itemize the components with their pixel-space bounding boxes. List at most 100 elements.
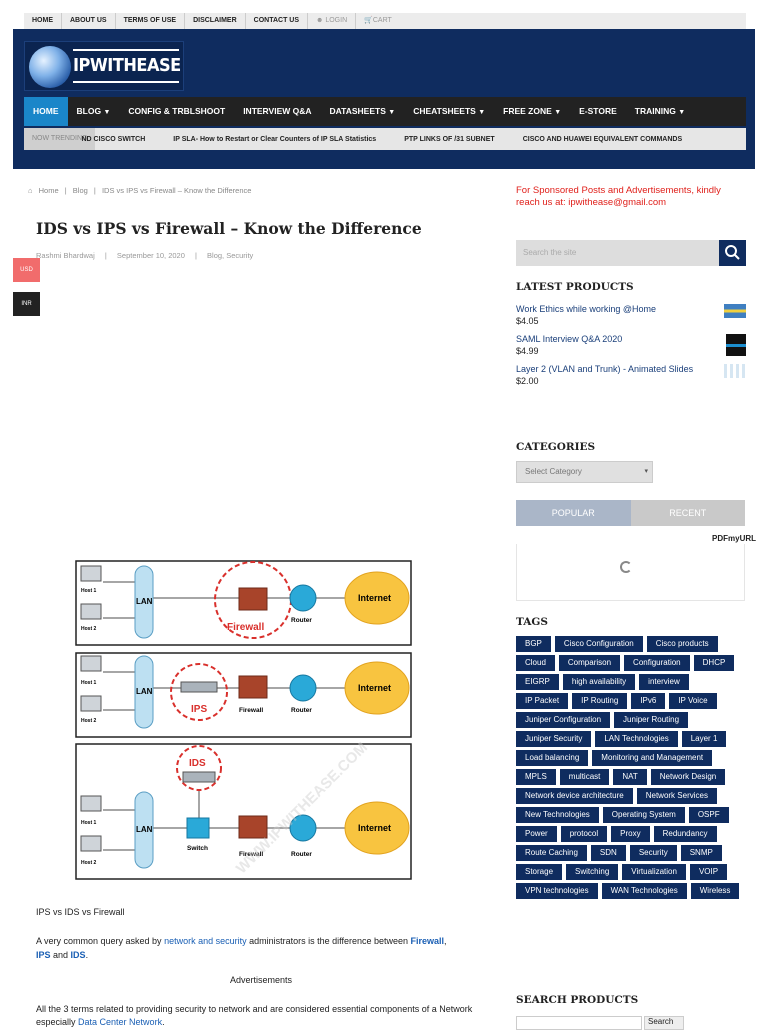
- nav-blog[interactable]: BLOG ▼: [76, 106, 111, 116]
- nav-estore[interactable]: E-STORE: [579, 106, 617, 116]
- tag-link[interactable]: Cisco Configuration: [554, 636, 643, 652]
- pdf-badge: PDFmyURL: [712, 534, 757, 543]
- tag-link[interactable]: Comparison: [558, 655, 621, 671]
- tag-link[interactable]: IP Routing: [572, 693, 628, 709]
- top-link-about[interactable]: ABOUT US: [62, 13, 116, 29]
- article-paragraph: All the 3 terms related to providing sec…: [36, 1004, 473, 1027]
- tag-link[interactable]: high availability: [562, 674, 636, 690]
- link-ips[interactable]: IPS: [36, 950, 51, 960]
- tag-link[interactable]: Network Services: [636, 788, 717, 804]
- top-link-terms[interactable]: TERMS OF USE: [116, 13, 186, 29]
- tag-link[interactable]: VPN technologies: [516, 883, 598, 899]
- tag-link[interactable]: EIGRP: [516, 674, 559, 690]
- tag-link[interactable]: VOIP: [689, 864, 728, 880]
- tag-link[interactable]: Load balancing: [516, 750, 589, 766]
- tag-link[interactable]: LAN Technologies: [595, 731, 678, 747]
- tag-link[interactable]: Juniper Security: [516, 731, 592, 747]
- post-categories[interactable]: Blog, Security: [207, 251, 254, 260]
- currency-inr-button[interactable]: INR: [13, 292, 40, 316]
- nav-training[interactable]: TRAINING ▼: [634, 106, 686, 116]
- post-author[interactable]: Rashmi Bhardwaj: [36, 251, 95, 260]
- tag-link[interactable]: interview: [639, 674, 689, 690]
- tag-link[interactable]: IP Packet: [516, 693, 569, 709]
- tag-link[interactable]: BGP: [516, 636, 551, 652]
- search-products-heading: SEARCH PRODUCTS: [516, 994, 639, 1006]
- trending-item[interactable]: ND CISCO SWITCH: [81, 135, 146, 143]
- tab-popular[interactable]: POPULAR: [516, 500, 631, 526]
- tag-link[interactable]: Monitoring and Management: [592, 750, 713, 766]
- tag-link[interactable]: Switching: [566, 864, 619, 880]
- router-label: Router: [291, 707, 312, 714]
- nav-home[interactable]: HOME: [24, 97, 68, 126]
- search-button[interactable]: [719, 240, 746, 266]
- top-link-home[interactable]: HOME: [24, 13, 62, 29]
- tag-link[interactable]: Juniper Configuration: [516, 712, 611, 728]
- trending-item[interactable]: IP SLA- How to Restart or Clear Counters…: [173, 135, 377, 143]
- tag-link[interactable]: Network Design: [650, 769, 726, 785]
- tab-recent[interactable]: RECENT: [630, 500, 745, 526]
- tag-link[interactable]: MPLS: [516, 769, 556, 785]
- nav-cheatsheets[interactable]: CHEATSHEETS ▼: [413, 106, 486, 116]
- tag-link[interactable]: New Technologies: [516, 807, 599, 823]
- tag-link[interactable]: Cloud: [516, 655, 555, 671]
- tag-link[interactable]: Security: [629, 845, 677, 861]
- tag-link[interactable]: protocol: [560, 826, 608, 842]
- tag-link[interactable]: OSPF: [688, 807, 729, 823]
- currency-usd-button[interactable]: USD: [13, 258, 40, 282]
- login-link[interactable]: ☻ LOGIN: [308, 13, 357, 29]
- tag-link[interactable]: Layer 1: [681, 731, 727, 747]
- link-data-center-network[interactable]: Data Center Network: [78, 1017, 163, 1027]
- posts-tabs: POPULAR RECENT: [516, 500, 745, 526]
- site-logo[interactable]: IPWITHEASE: [24, 41, 184, 91]
- category-select[interactable]: Select Category ▾: [516, 461, 653, 483]
- cart-icon: 🛒: [364, 17, 373, 24]
- nav-free-zone[interactable]: FREE ZONE ▼: [503, 106, 562, 116]
- cart-link[interactable]: 🛒CART: [364, 17, 392, 24]
- tag-link[interactable]: SDN: [590, 845, 626, 861]
- tag-link[interactable]: Route Caching: [516, 845, 587, 861]
- tag-link[interactable]: Network device architecture: [516, 788, 633, 804]
- tag-link[interactable]: Proxy: [611, 826, 650, 842]
- product-search-button[interactable]: Search: [644, 1016, 684, 1030]
- tag-link[interactable]: NAT: [613, 769, 647, 785]
- product-item[interactable]: Layer 2 (VLAN and Trunk) - Animated Slid…: [516, 364, 746, 386]
- trending-item[interactable]: PTP LINKS OF /31 SUBNET: [404, 135, 495, 143]
- tag-link[interactable]: Redundancy: [653, 826, 717, 842]
- tag-link[interactable]: Storage: [516, 864, 563, 880]
- link-network-security[interactable]: network and security: [164, 936, 247, 946]
- tag-link[interactable]: Power: [516, 826, 557, 842]
- tag-link[interactable]: IPv6: [631, 693, 666, 709]
- top-link-contact[interactable]: CONTACT US: [246, 13, 309, 29]
- caret-down-icon: ▼: [678, 109, 686, 116]
- tag-link[interactable]: DHCP: [693, 655, 735, 671]
- nav-config[interactable]: CONFIG & TRBLSHOOT: [128, 106, 226, 116]
- product-item[interactable]: SAML Interview Q&A 2020 $4.99: [516, 334, 746, 356]
- breadcrumb-blog[interactable]: Blog: [72, 186, 88, 195]
- nav-interview[interactable]: INTERVIEW Q&A: [243, 106, 312, 116]
- tag-link[interactable]: SNMP: [680, 845, 722, 861]
- tag-link[interactable]: Wireless: [690, 883, 740, 899]
- tag-link[interactable]: multicast: [559, 769, 610, 785]
- tag-link[interactable]: Operating System: [602, 807, 685, 823]
- link-ids[interactable]: IDS: [70, 950, 86, 960]
- tag-link[interactable]: Juniper Routing: [614, 712, 689, 728]
- caret-down-icon: ▼: [388, 109, 396, 116]
- trending-item[interactable]: CISCO AND HUAWEI EQUIVALENT COMMANDS: [522, 135, 683, 143]
- tag-link[interactable]: Virtualization: [622, 864, 686, 880]
- host2-label: Host 2: [81, 626, 97, 632]
- tab-content: [516, 544, 745, 601]
- search-input[interactable]: Search the site: [523, 248, 577, 257]
- tag-link[interactable]: IP Voice: [669, 693, 717, 709]
- link-firewall[interactable]: Firewall: [410, 936, 445, 946]
- product-item[interactable]: Work Ethics while working @Home $4.05: [516, 304, 746, 326]
- product-search-input[interactable]: [516, 1016, 642, 1030]
- top-link-disclaimer[interactable]: DISCLAIMER: [185, 13, 246, 29]
- globe-icon: [29, 46, 71, 88]
- tag-link[interactable]: WAN Technologies: [601, 883, 687, 899]
- tag-link[interactable]: Configuration: [624, 655, 690, 671]
- nav-datasheets[interactable]: DATASHEETS ▼: [329, 106, 396, 116]
- trending-bar: NOW TRENDING ND CISCO SWITCH IP SLA- How…: [24, 128, 746, 150]
- breadcrumb-home[interactable]: Home: [38, 186, 59, 195]
- tags-heading: TAGS: [516, 616, 548, 628]
- tag-link[interactable]: Cisco products: [646, 636, 718, 652]
